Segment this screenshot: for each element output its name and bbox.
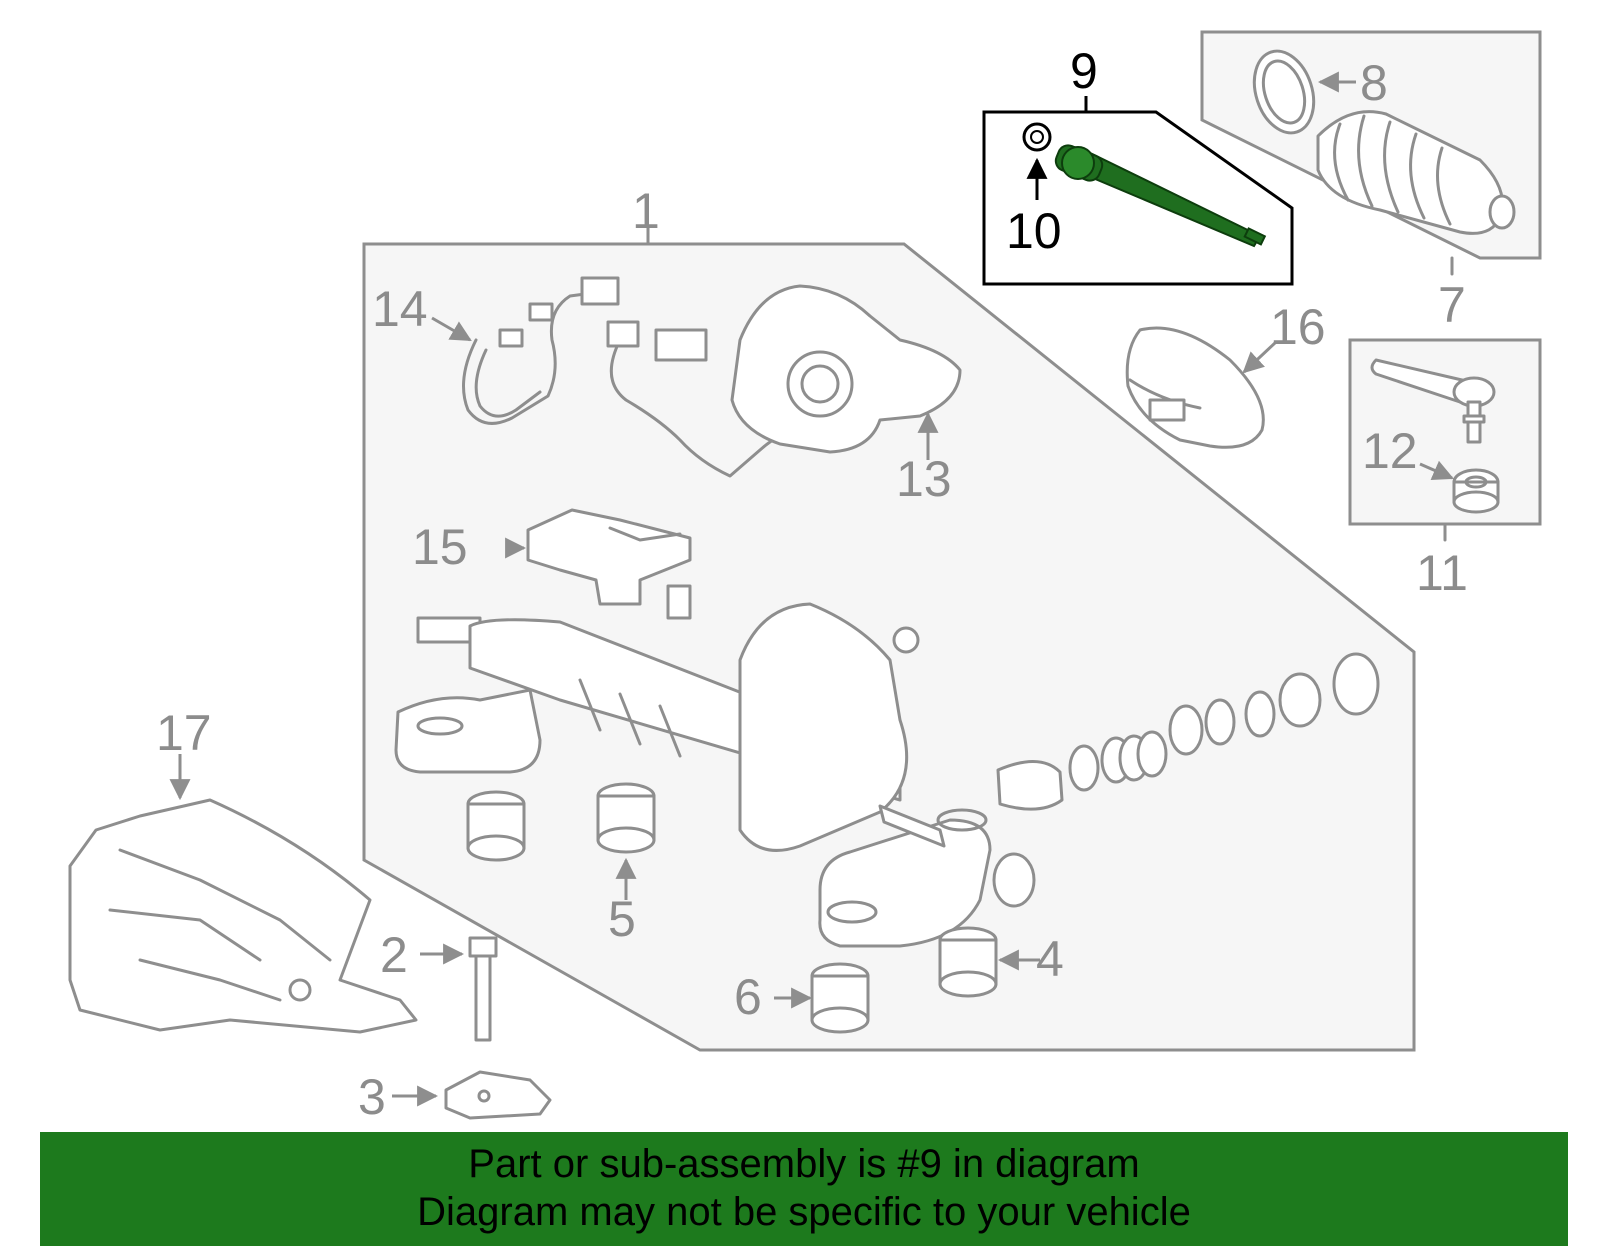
clamp-part — [1252, 49, 1316, 135]
steering-boot-part — [1316, 110, 1516, 235]
callout-8: 8 — [1360, 55, 1388, 111]
mount-bracket-part — [444, 1070, 552, 1120]
bushing-6-part — [810, 962, 870, 1034]
callout-15: 15 — [412, 519, 468, 575]
tie-rod-end-part — [1370, 358, 1496, 444]
grommet-part — [1125, 326, 1265, 449]
bolt-part — [468, 936, 498, 1042]
footer-banner: Part or sub-assembly is #9 in diagram Di… — [40, 1132, 1568, 1246]
lock-washer-part — [1022, 122, 1052, 152]
rack-seals-part — [996, 652, 1380, 811]
callout-4: 4 — [1036, 931, 1064, 987]
steering-rack-part — [394, 602, 992, 948]
callout-10: 10 — [1006, 203, 1062, 259]
callout-14: 14 — [372, 281, 428, 337]
heat-shield-part — [68, 798, 418, 1034]
inner-tie-rod-part — [1054, 144, 1267, 248]
bushing-4-part — [938, 926, 998, 998]
callout-11: 11 — [1416, 545, 1468, 601]
bracket-part — [526, 508, 692, 620]
motor-assembly-part — [606, 284, 962, 478]
bushing-5-part — [466, 782, 656, 862]
nut-part — [1452, 468, 1500, 514]
callout-6: 6 — [734, 969, 762, 1025]
callout-3: 3 — [358, 1069, 386, 1125]
footer-line-2: Diagram may not be specific to your vehi… — [417, 1190, 1191, 1234]
callout-12: 12 — [1362, 423, 1418, 479]
callout-7: 7 — [1438, 277, 1466, 333]
footer-banner-bg — [40, 1132, 1568, 1246]
footer-line-1: Part or sub-assembly is #9 in diagram — [468, 1142, 1140, 1186]
wire-harness-part — [462, 276, 620, 425]
callout-2: 2 — [380, 927, 408, 983]
callout-16: 16 — [1270, 299, 1326, 355]
callout-5: 5 — [608, 891, 636, 947]
seal-part — [992, 852, 1036, 908]
callout-13: 13 — [896, 451, 952, 507]
callout-1: 1 — [632, 183, 660, 239]
callout-9: 9 — [1070, 43, 1098, 99]
callout-17: 17 — [156, 705, 212, 761]
